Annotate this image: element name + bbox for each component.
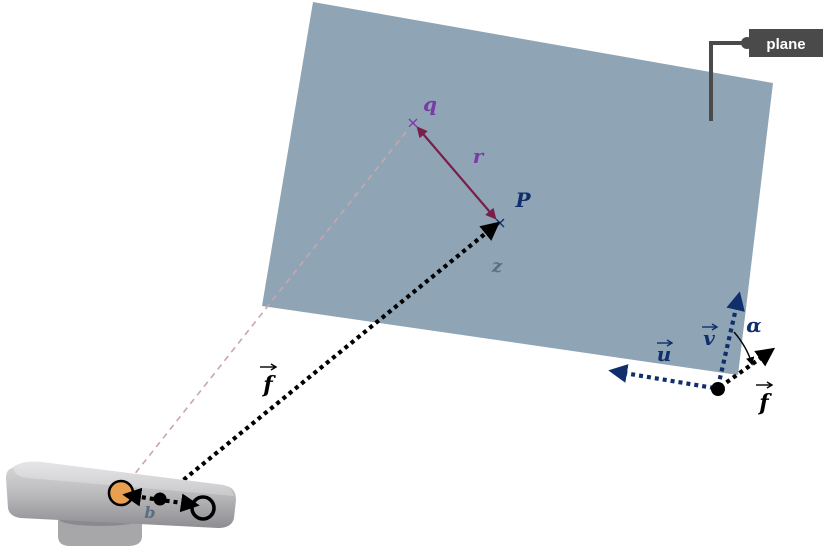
label-u: u <box>657 342 672 366</box>
point-q-marker <box>408 118 418 128</box>
projector-lens-icon <box>107 479 135 507</box>
label-v-group: v <box>702 323 719 350</box>
label-v: v <box>703 326 715 350</box>
label-alpha: α <box>746 313 761 337</box>
label-f-camera-group: f <box>260 363 278 398</box>
label-P: P <box>514 188 531 212</box>
label-u-group: u <box>657 339 674 366</box>
alpha-angle-arc <box>733 331 755 366</box>
camera-center-dot <box>153 492 167 506</box>
plane-origin-dot <box>711 382 725 396</box>
label-f-axis-group: f <box>756 381 774 416</box>
plane <box>262 2 773 375</box>
plane-label: plane <box>766 36 805 53</box>
label-b: b <box>144 503 155 522</box>
label-r: r <box>473 144 485 168</box>
disparity-arrow-r <box>416 126 497 220</box>
label-z: z <box>491 256 503 277</box>
vector-u <box>608 364 715 391</box>
label-f-axis: f <box>757 390 772 416</box>
projection-ray <box>121 122 414 491</box>
plane-callout: plane <box>709 29 823 121</box>
label-f-camera: f <box>261 372 276 398</box>
label-q: q <box>423 92 437 116</box>
vector-f-axis <box>718 347 776 389</box>
